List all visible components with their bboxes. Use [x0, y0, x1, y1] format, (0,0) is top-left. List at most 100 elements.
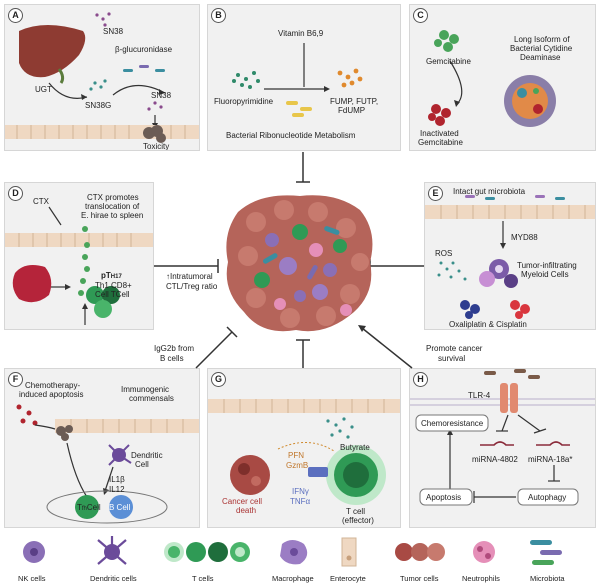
panel-d-illustration [5, 206, 153, 325]
arrow-from-h [361, 327, 413, 369]
chemoresistance-box [415, 414, 489, 432]
legend-macrophage-icon [280, 540, 308, 565]
panel-b: B Vitamin B6,9 Fluoropyrimidine FUMP, FU… [207, 4, 401, 151]
vitamin-label: Vitamin B6,9 [278, 29, 324, 38]
sn38g-label: SN38G [85, 101, 112, 110]
tnf-label: TNFα [290, 497, 311, 506]
granule-arc [277, 442, 335, 452]
pt-label: pTH17 [101, 271, 122, 282]
tfh-label: TfhCell [77, 503, 101, 514]
arrow-ctx [48, 206, 62, 226]
legend-neutrophil-label: Neutrophils [462, 574, 500, 583]
legend-microbiota-label: Microbiota [530, 574, 565, 583]
fluoropyrimidine-molecules [232, 71, 260, 89]
chemo-label-1: Chemotherapy- [25, 381, 81, 390]
tfh-label-main: T [77, 503, 82, 512]
spleen-icon [12, 265, 52, 303]
fluoropyrimidine-label: Fluoropyrimidine [214, 97, 274, 106]
legend-enterocyte-label: Enterocyte [330, 574, 366, 583]
legend-icons [23, 536, 562, 567]
ifn-label: IFNγ [292, 487, 309, 496]
legend-enterocyte-icon [341, 537, 357, 567]
isoform-label-3: Deaminase [520, 53, 561, 62]
chemo-label-2: induced apoptosis [19, 390, 84, 399]
panel-g-badge: G [211, 372, 226, 387]
cell-tcell-label: Cell TCell [95, 290, 130, 299]
bacteria-b [286, 101, 312, 117]
legend-microbiota-icon [530, 540, 562, 565]
survival-label-2: survival [438, 354, 466, 363]
butyrate-label: Butyrate [340, 443, 370, 452]
tcell-effector [326, 445, 386, 505]
panel-c-illustration [428, 30, 556, 127]
bacterium-c [504, 75, 556, 127]
cisplatin-molecule [510, 300, 530, 319]
toxicity-icon [143, 125, 166, 143]
liver-icon [19, 25, 86, 78]
toxicity-label: Toxicity [143, 142, 170, 151]
butyrate-dots [326, 417, 354, 439]
apoptotic-cell [56, 425, 73, 441]
enterocyte-band-d [5, 233, 153, 247]
enterocyte-band-f [55, 419, 199, 433]
pt-label-main: pT [101, 271, 111, 280]
mirna-hairpin-2 [536, 441, 570, 446]
synapse-receptor [308, 467, 328, 477]
tfh-label-tail: Cell [86, 503, 101, 512]
inactivated-label-2: Gemcitabine [418, 138, 463, 147]
e-hirae-chain [78, 226, 90, 296]
dendritic-label-1: Dendritic [131, 451, 163, 460]
chemoresistance-label: Chemoresistance [421, 419, 484, 428]
igg-label-2: B cells [160, 354, 184, 363]
gzmb-label: GzmB [286, 461, 309, 470]
apoptosis-box [419, 488, 473, 506]
ctx-label: CTX [33, 197, 49, 206]
microbiota-a [123, 65, 165, 72]
panel-e-illustration [425, 195, 595, 319]
promotes-label-2: translocation of [85, 202, 140, 211]
myeloid-label-2: Myeloid Cells [521, 270, 569, 279]
tfh-cell [75, 495, 99, 519]
ugt-label: UGT [35, 85, 52, 94]
pt-subscript: H17 [110, 274, 122, 280]
tcell-label-1: T cell [346, 507, 365, 516]
autophagy-box [517, 488, 579, 506]
death-label-1: Cancer cell [222, 497, 263, 506]
igg-label-1: IgG2b from [154, 344, 195, 353]
panel-h: H TLR-4 Chemoresistance miRNA-4802 miRNA… [409, 368, 596, 528]
microbiota-label: Intact gut microbiota [453, 187, 526, 196]
panel-f-badge: F [8, 372, 23, 387]
panel-c: C Gemcitabine Long Isoform of Bacterial … [409, 4, 596, 151]
panel-a: A SN38 β-glucuronidase [4, 4, 200, 151]
legend-dendritic-label: Dendritic cells [90, 574, 137, 583]
panel-f: F Chemotherapy- induced apoptosis [4, 368, 200, 528]
panel-d: D CTX CTX promotes translocation of E. h… [4, 182, 154, 330]
panel-h-illustration [410, 369, 595, 506]
legend-dendritic-icon [97, 536, 127, 565]
inactivated-label-1: Inactivated [420, 129, 459, 138]
autophagy-label: Autophagy [528, 493, 567, 502]
th1-cd8-label: Th1 CD8+ [95, 281, 132, 290]
products-label-2: FdUMP [338, 106, 366, 115]
legend-macrophage-label: Macrophage [272, 574, 314, 583]
panel-c-badge: C [413, 8, 428, 23]
commensals-label-1: Immunogenic [121, 385, 170, 394]
inhibit-to-mir4802 [501, 414, 509, 432]
arrow-to-tfh [66, 442, 88, 498]
mir18a-label: miRNA-18a* [528, 455, 573, 464]
dendritic-cell-f [108, 444, 132, 466]
promotes-label-3: E. hirae to spleen [81, 211, 144, 220]
mirna-hairpin-1 [480, 441, 514, 446]
legend-nk-icon [23, 541, 45, 563]
legend-tcell-icon [164, 542, 250, 562]
panel-g: G Butyrate PFN GzmB IFNγ TNFα Cancer cel… [207, 368, 401, 528]
panel-d-badge: D [8, 186, 23, 201]
arrow-ugt [48, 82, 88, 99]
legend-tumor-icon [395, 543, 445, 561]
fump-molecules [337, 68, 363, 88]
dendritic-label-2: Cell [135, 460, 149, 469]
tcell-label-2: (effector) [342, 516, 374, 525]
myd88-label: MYD88 [511, 233, 538, 242]
tumor-mass [226, 195, 373, 332]
drugs-label: Oxaliplatin & Cisplatin [449, 320, 527, 329]
